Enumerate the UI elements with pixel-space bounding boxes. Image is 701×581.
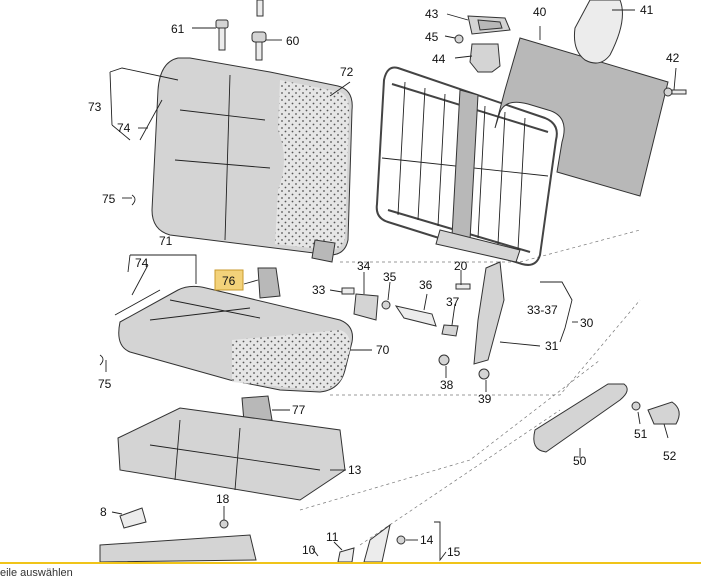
rail-assembly[interactable] — [99, 534, 257, 563]
bolt-60[interactable] — [251, 0, 267, 61]
clip-75-upper[interactable] — [131, 194, 136, 206]
seat-frame-13[interactable] — [117, 407, 346, 501]
callout-20[interactable]: 20 — [454, 259, 468, 273]
clip-18[interactable] — [219, 519, 229, 529]
callout-40[interactable]: 40 — [533, 5, 547, 19]
callout-38[interactable]: 38 — [440, 378, 454, 392]
callout-45[interactable]: 45 — [425, 30, 439, 44]
callout-71[interactable]: 71 — [159, 234, 173, 248]
status-bar: eile auswählen — [0, 562, 701, 581]
strap-36[interactable] — [394, 305, 437, 327]
washer-14[interactable] — [396, 535, 406, 545]
callout-76[interactable]: 76 — [222, 274, 236, 288]
callout-11[interactable]: 11 — [326, 530, 339, 544]
nut-39[interactable] — [478, 368, 490, 380]
bracket-34[interactable] — [353, 293, 379, 321]
callout-14[interactable]: 14 — [420, 533, 434, 547]
callout-74-upper[interactable]: 74 — [117, 121, 131, 135]
callout-30[interactable]: 30 — [580, 316, 594, 330]
callout-35[interactable]: 35 — [383, 270, 397, 284]
callout-74-lower[interactable]: 74 — [135, 256, 149, 270]
callout-75-upper[interactable]: 75 — [102, 192, 116, 206]
clip-42[interactable] — [663, 87, 687, 97]
callout-50[interactable]: 50 — [573, 454, 587, 468]
release-lever-50[interactable] — [533, 383, 628, 453]
footer-hint[interactable]: eile auswählen — [0, 567, 73, 579]
callout-33-37[interactable]: 33-37 — [527, 303, 558, 317]
wire-74-upper[interactable] — [139, 99, 163, 141]
part-11[interactable] — [337, 547, 355, 563]
handle-43[interactable] — [467, 15, 511, 35]
callout-73[interactable]: 73 — [88, 100, 102, 114]
bracket-77[interactable] — [241, 395, 273, 423]
clip-37[interactable] — [441, 324, 459, 337]
callout-77[interactable]: 77 — [292, 403, 306, 417]
callout-33[interactable]: 33 — [312, 283, 326, 297]
callout-44[interactable]: 44 — [432, 52, 446, 66]
callout-34[interactable]: 34 — [357, 259, 371, 273]
callout-52[interactable]: 52 — [663, 449, 677, 463]
leader-lines — [105, 9, 677, 562]
callout-72[interactable]: 72 — [340, 65, 354, 79]
callout-61[interactable]: 61 — [171, 22, 185, 36]
washer-35[interactable] — [381, 300, 391, 310]
screw-61[interactable] — [215, 19, 229, 51]
lever-15[interactable] — [363, 523, 391, 563]
backrest-cushion[interactable] — [151, 57, 353, 263]
wire-74-lower[interactable] — [114, 289, 161, 316]
callout-41[interactable]: 41 — [640, 3, 654, 17]
trim-cover[interactable] — [574, 0, 623, 64]
bracket-76[interactable] — [257, 267, 281, 299]
callout-60[interactable]: 60 — [286, 34, 300, 48]
backrest-frame[interactable] — [375, 66, 558, 266]
callout-39[interactable]: 39 — [478, 392, 492, 406]
bracket-44[interactable] — [469, 43, 501, 73]
callout-10[interactable]: 10 — [302, 543, 316, 557]
callout-15[interactable]: 15 — [447, 545, 461, 559]
seat-cushion[interactable] — [118, 285, 353, 393]
callout-51[interactable]: 51 — [634, 427, 648, 441]
bracket-8[interactable] — [119, 507, 147, 529]
callout-8[interactable]: 8 — [100, 505, 107, 519]
callout-76-highlight[interactable] — [214, 269, 244, 291]
callout-43[interactable]: 43 — [425, 7, 439, 21]
callout-18[interactable]: 18 — [216, 492, 230, 506]
callout-70[interactable]: 70 — [376, 343, 390, 357]
pin-20[interactable] — [455, 283, 471, 290]
callout-labels: 61 60 43 40 41 45 44 42 72 73 74 75 71 7… — [88, 3, 680, 559]
screw-45[interactable] — [454, 34, 464, 44]
callout-13[interactable]: 13 — [348, 463, 362, 477]
bolt-38[interactable] — [438, 354, 450, 366]
screw-51[interactable] — [631, 401, 641, 411]
clip-75-lower[interactable] — [99, 354, 104, 366]
callout-37[interactable]: 37 — [446, 295, 460, 309]
callout-42[interactable]: 42 — [666, 51, 680, 65]
hinge-plate-31[interactable] — [473, 261, 505, 365]
cap-52[interactable] — [647, 401, 680, 425]
callout-36[interactable]: 36 — [419, 278, 433, 292]
assembly-guide-lines — [299, 229, 641, 546]
screw-33[interactable] — [341, 287, 355, 295]
callout-75-lower[interactable]: 75 — [98, 377, 112, 391]
rear-panel[interactable] — [494, 37, 669, 197]
callout-31[interactable]: 31 — [545, 339, 559, 353]
